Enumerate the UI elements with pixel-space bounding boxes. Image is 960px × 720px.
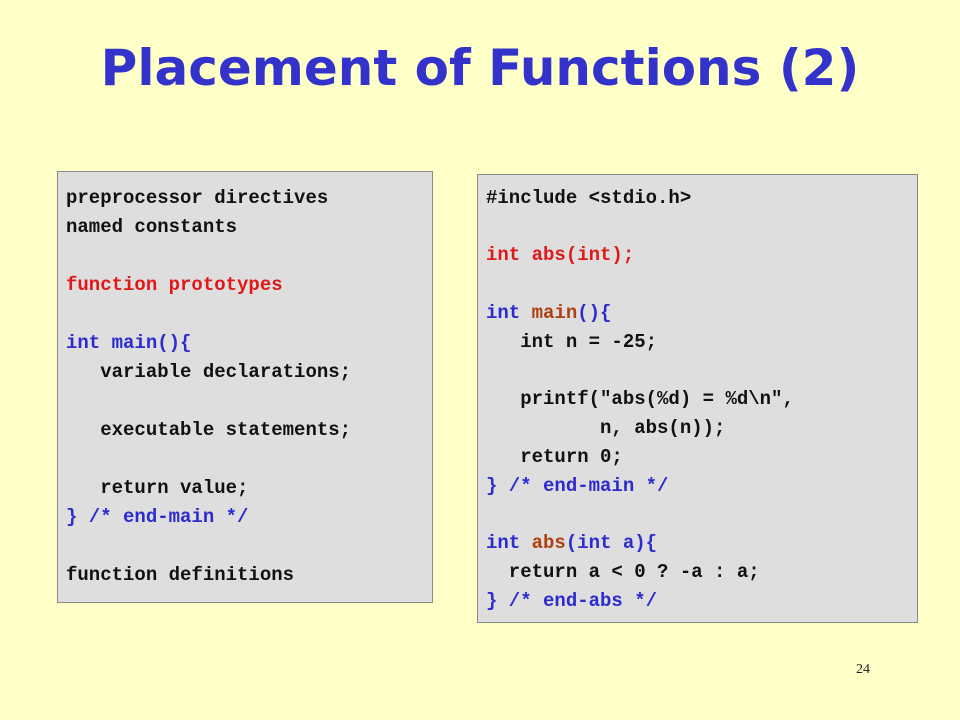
code-keyword-int: int [486,302,521,324]
code-example-box: #include <stdio.h> int abs(int); int mai… [477,174,918,623]
code-line-main: int main(){ [486,299,611,328]
code-line-abs-definition: int abs(int a){ [486,529,657,558]
code-keyword-int: int [486,532,521,554]
code-line-include: #include <stdio.h> [486,187,692,209]
code-main-paren: (){ [577,302,612,324]
code-function-name-main: main [520,302,578,324]
code-line-definitions: function definitions [66,564,295,586]
code-line-declaration: int n = -25; [486,331,658,353]
code-line-return: return 0; [486,446,623,468]
code-line-prototype: int abs(int); [486,244,635,266]
code-line-declarations: variable declarations; [66,361,352,383]
code-line-statements: executable statements; [66,419,352,441]
code-line-end-abs: } /* end-abs */ [486,590,658,612]
code-line-end-main: } /* end-main */ [486,475,669,497]
code-line-prototypes: function prototypes [66,274,283,296]
code-line-end-main: } /* end-main */ [66,506,249,528]
page-number: 24 [856,662,870,677]
code-abs-args: (int a){ [565,532,658,554]
code-keyword-int: int [66,332,101,354]
code-line-printf: printf("abs(%d) = %d\n", [486,388,794,410]
code-outline-box: preprocessor directives named constants … [57,171,433,603]
code-line-preprocessor: preprocessor directives [66,187,329,209]
code-line-return: return value; [66,477,249,499]
code-line-main: int main(){ [66,329,191,358]
code-main-signature: main(){ [100,332,192,354]
code-line-abs-return: return a < 0 ? -a : a; [486,561,760,583]
code-line-constants: named constants [66,216,238,238]
code-line-printf-args: n, abs(n)); [486,417,726,439]
code-function-name-abs: abs [520,532,566,554]
slide-title: Placement of Functions (2) [100,39,860,97]
